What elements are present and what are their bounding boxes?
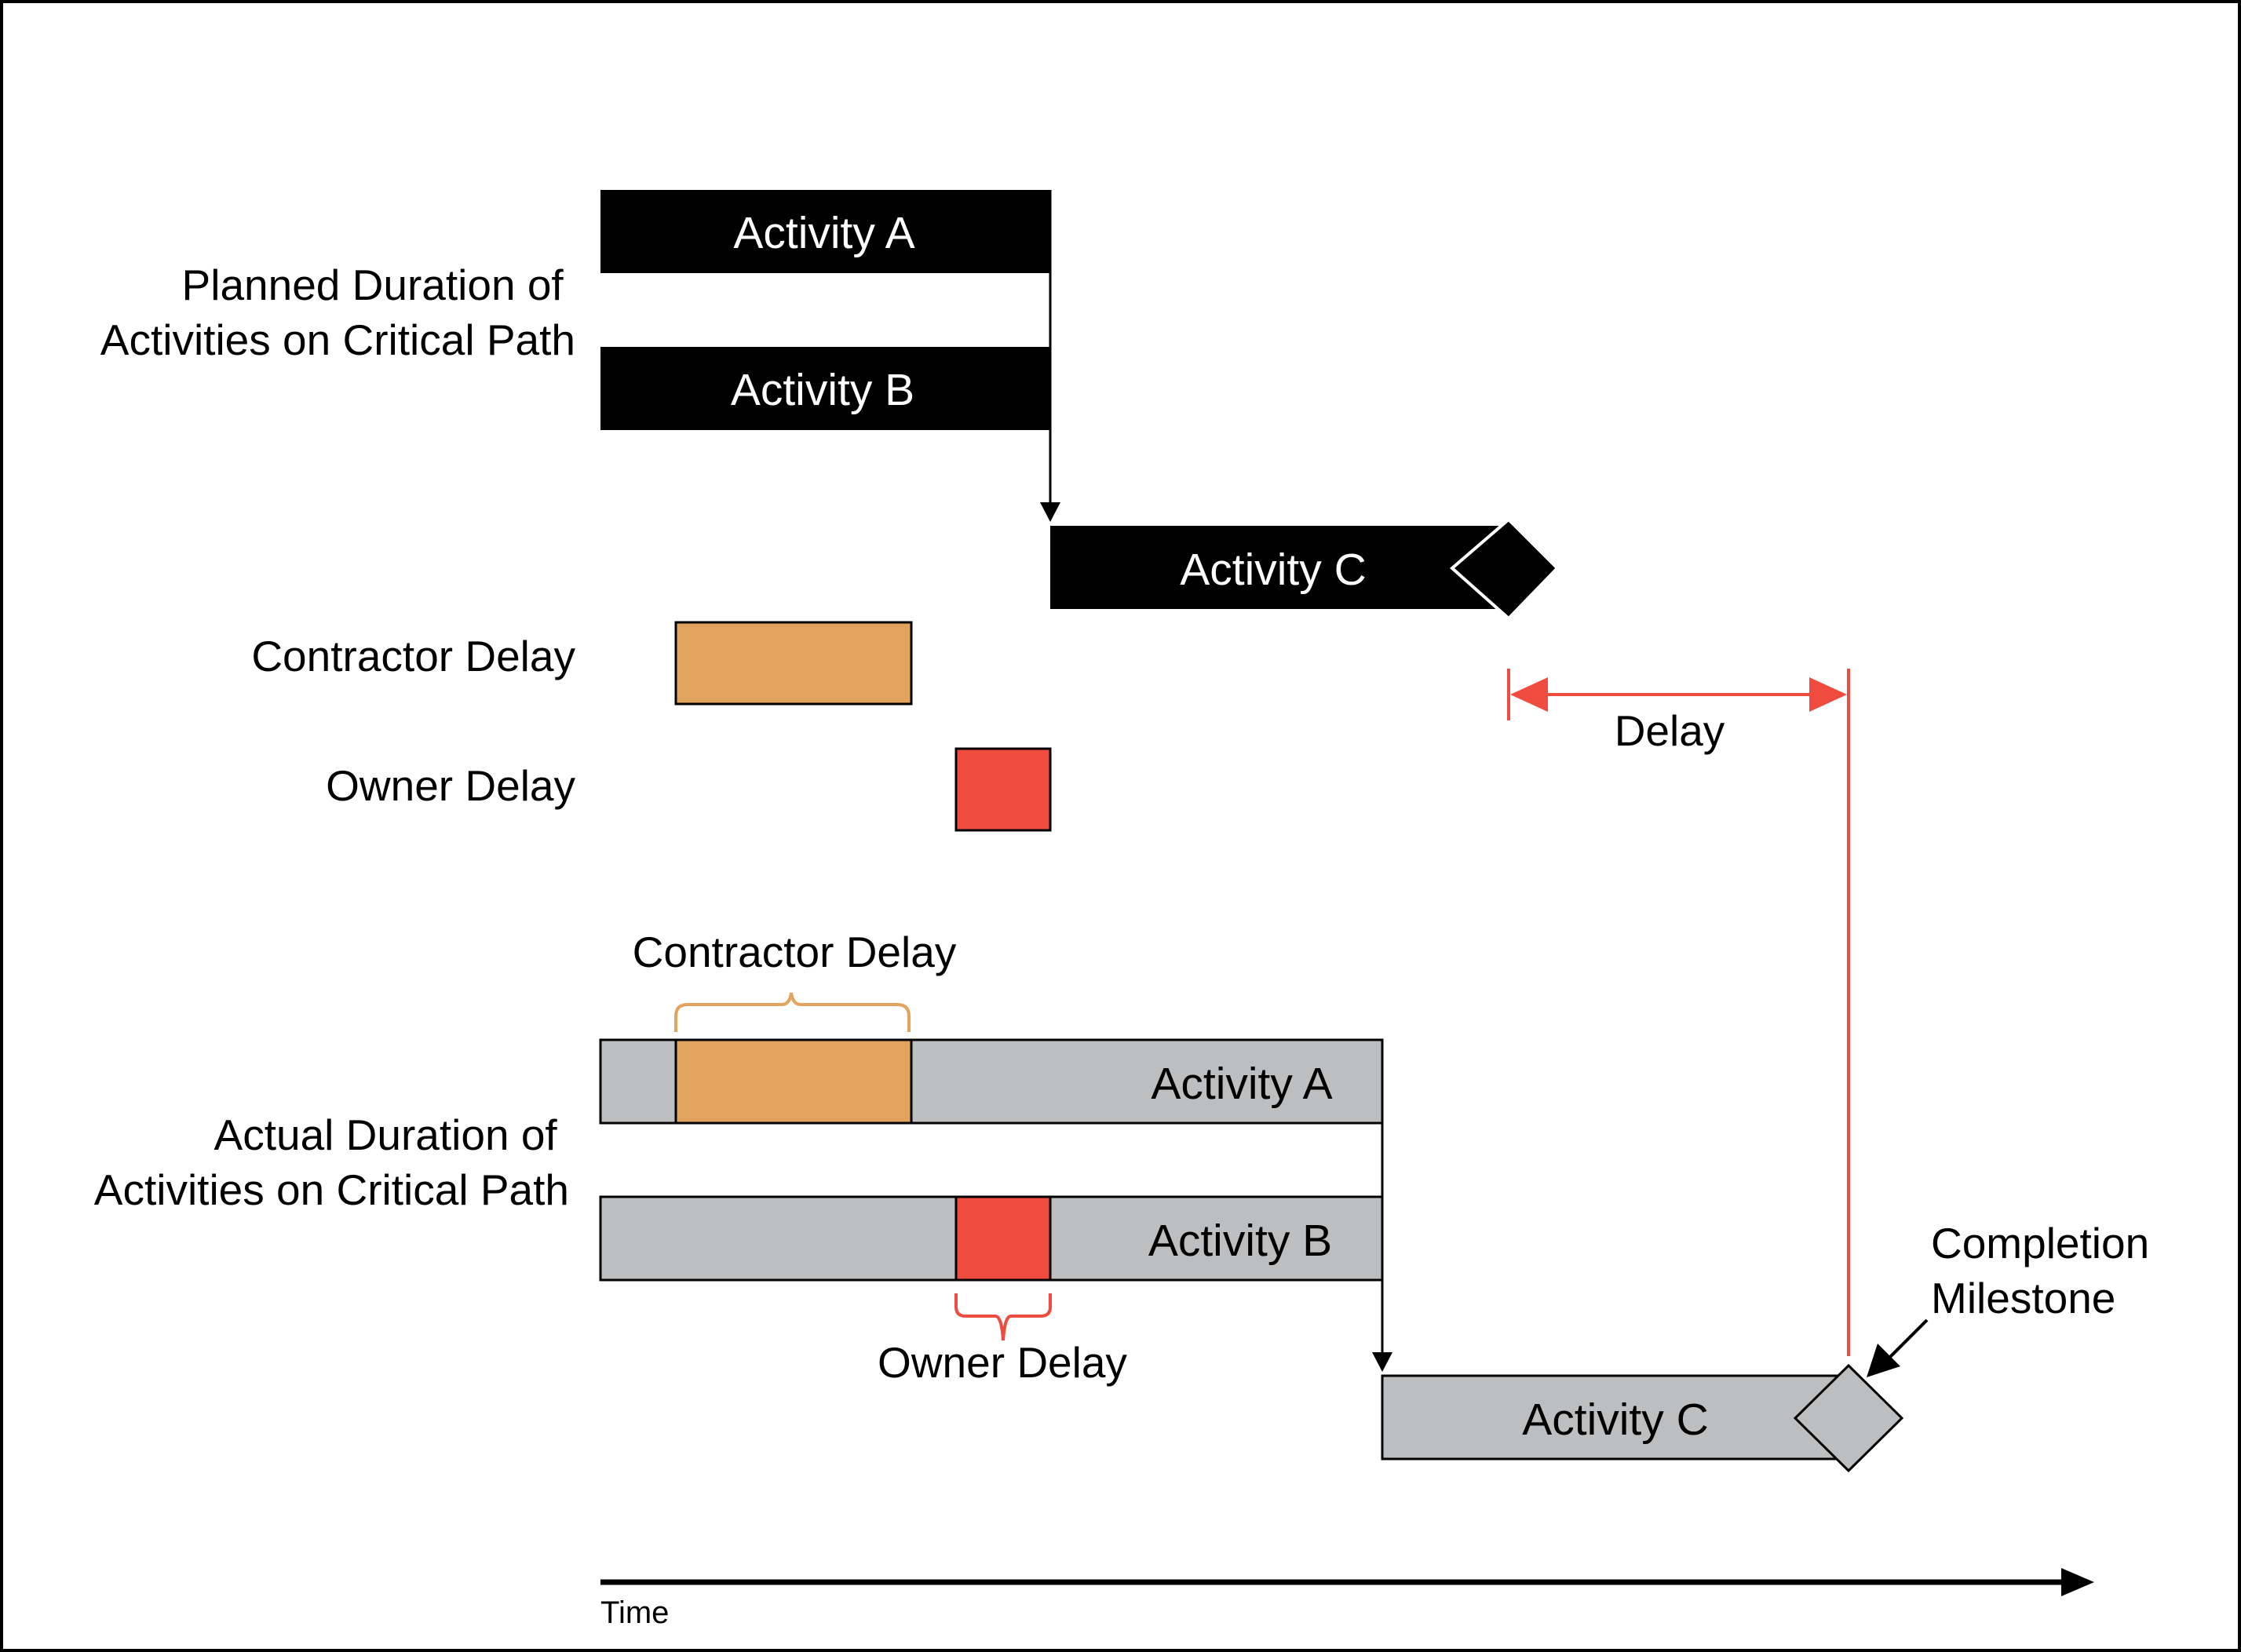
actual-dependency-arrowhead bbox=[1372, 1352, 1392, 1372]
planned-activity-c-bar bbox=[1050, 526, 1509, 609]
legend-contractor-delay-label: Contractor Delay bbox=[251, 632, 575, 680]
completion-milestone-label-line-2: Milestone bbox=[1931, 1274, 2115, 1322]
actual-activity-a-label: Activity A bbox=[1151, 1059, 1332, 1109]
time-axis-arrowhead bbox=[2061, 1568, 2094, 1596]
legend-contractor-delay-swatch bbox=[674, 621, 913, 706]
planned-activity-a-label: Activity A bbox=[733, 208, 914, 258]
actual-activity-b-owner-delay bbox=[954, 1195, 1052, 1282]
delay-right-arrowhead bbox=[1809, 677, 1847, 712]
actual-group-label-line-2: Activities on Critical Path bbox=[94, 1165, 569, 1214]
planned-activity-c-label: Activity C bbox=[1180, 545, 1367, 595]
completion-milestone-pointer-line bbox=[1886, 1318, 1929, 1361]
actual-contractor-delay-bracket bbox=[674, 992, 911, 1032]
completion-milestone-label: Completion Milestone bbox=[1931, 1219, 2161, 1322]
actual-milestone-diamond bbox=[1793, 1363, 1904, 1473]
planned-group-label-line-2: Activities on Critical Path bbox=[100, 315, 575, 364]
completion-milestone-pointer-arrowhead bbox=[1867, 1344, 1900, 1377]
actual-owner-delay-bracket bbox=[954, 1293, 1052, 1341]
time-axis: Time bbox=[600, 1568, 2094, 1630]
planned-group: Planned Duration of Activities on Critic… bbox=[100, 190, 1560, 621]
planned-activity-b-bar bbox=[600, 347, 1050, 430]
planned-group-label-line-1: Planned Duration of bbox=[182, 261, 564, 309]
actual-group: Actual Duration of Activities on Critica… bbox=[94, 928, 2161, 1473]
delay-label: Delay bbox=[1615, 706, 1725, 755]
planned-activity-a-bar bbox=[600, 190, 1050, 273]
planned-milestone-diamond bbox=[1449, 517, 1560, 621]
actual-activity-a-contractor-delay bbox=[674, 1038, 913, 1125]
actual-owner-delay-label: Owner Delay bbox=[878, 1338, 1127, 1387]
actual-group-label: Actual Duration of Activities on Critica… bbox=[94, 1110, 569, 1214]
planned-dependency-arrowhead bbox=[1040, 502, 1060, 522]
completion-milestone-label-line-1: Completion bbox=[1931, 1219, 2149, 1267]
delay-left-arrowhead bbox=[1510, 677, 1548, 712]
actual-contractor-delay-label: Contractor Delay bbox=[633, 928, 957, 976]
actual-activity-b-label: Activity B bbox=[1148, 1216, 1332, 1266]
legend: Contractor Delay Owner Delay bbox=[251, 621, 1052, 832]
actual-group-label-line-1: Actual Duration of bbox=[214, 1110, 558, 1159]
actual-activity-c-label: Activity C bbox=[1522, 1395, 1709, 1445]
legend-owner-delay-swatch bbox=[954, 747, 1052, 832]
legend-owner-delay-label: Owner Delay bbox=[326, 761, 575, 810]
planned-group-label: Planned Duration of Activities on Critic… bbox=[100, 261, 575, 364]
delay-marker: Delay bbox=[1507, 669, 1850, 1356]
time-axis-label: Time bbox=[600, 1595, 669, 1630]
planned-activity-b-label: Activity B bbox=[731, 365, 914, 415]
